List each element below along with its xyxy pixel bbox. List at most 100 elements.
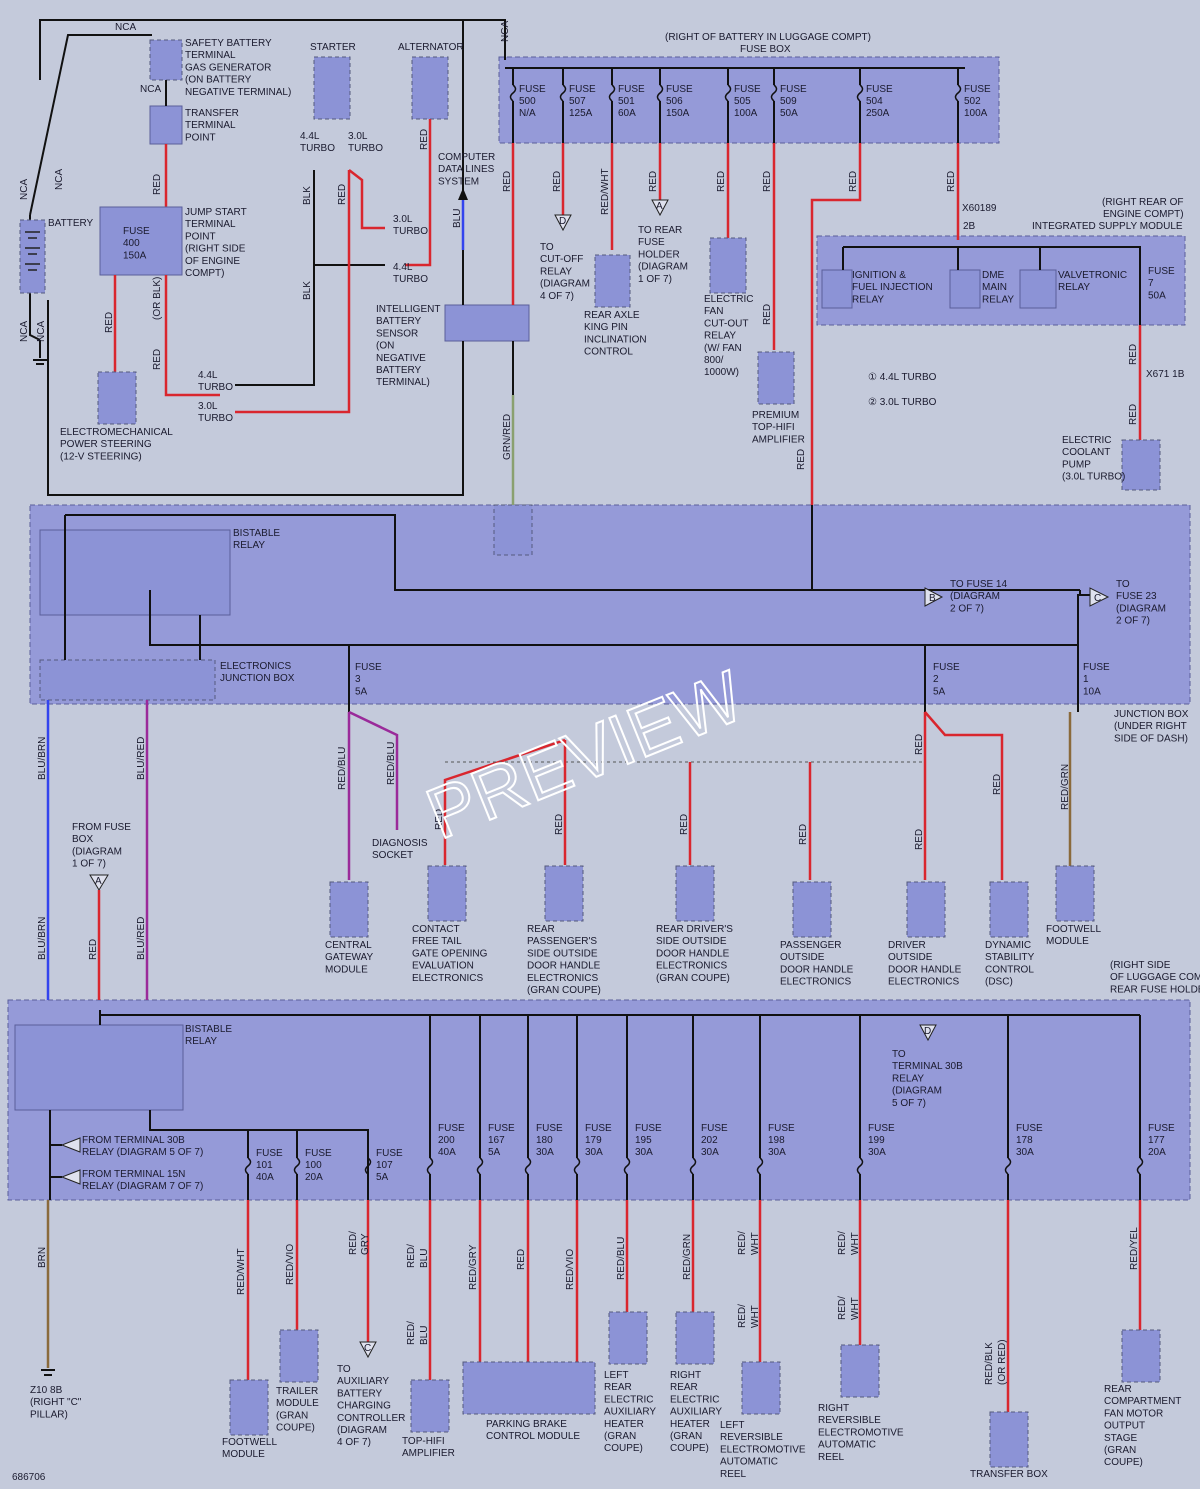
wire-color-label: RED (1128, 404, 1139, 425)
wire-color-label: RED/BLK (984, 1342, 995, 1385)
fuse-rating: 30A (868, 1147, 886, 1158)
foot-label: FOOTWELL (1046, 924, 1101, 935)
rpass-label: SIDE OUTSIDE (527, 948, 598, 959)
right-reel (840, 1344, 880, 1398)
footwell-module-lower (229, 1379, 269, 1436)
fuse-rating: 5A (376, 1172, 389, 1183)
fuse-icon (244, 1157, 252, 1175)
fuse-icon (623, 1157, 631, 1175)
wire-color-label: RED/ (737, 1231, 748, 1255)
lheat-label: AUXILIARY (604, 1407, 656, 1418)
fuse-icon (689, 1157, 697, 1175)
aux-label: TO (337, 1364, 351, 1375)
battery-ground-wire (29, 290, 41, 341)
safety-battery-terminal (149, 39, 183, 81)
turbo44-label: TURBO (393, 274, 428, 285)
ejb-label: ELECTRONICS (220, 661, 291, 672)
lheat-label: (GRAN (604, 1431, 636, 1442)
contact-label: FREE TAIL (412, 936, 462, 947)
fuse-icon (1004, 1157, 1012, 1175)
ibs-label: SENSOR (376, 328, 418, 339)
jump-to-turbo-wire (164, 275, 220, 397)
fuse-number: 167 (488, 1135, 505, 1146)
lreel-label: LEFT (720, 1420, 744, 1431)
aux-label: (DIAGRAM (337, 1425, 387, 1436)
fuse-rating: 100A (964, 108, 988, 119)
foot-label: FOOTWELL (222, 1437, 277, 1448)
fuse-number: 202 (701, 1135, 718, 1146)
fuse-number: 500 (519, 96, 536, 107)
wire-color-label: RED/GRY (468, 1244, 479, 1290)
red-wire-turbo (348, 169, 385, 230)
wire-color-label: RED (914, 734, 925, 755)
fuse-number: 506 (666, 96, 683, 107)
pass-label: OUTSIDE (780, 952, 825, 963)
wire-color-label: RED/ (837, 1296, 848, 1320)
hifi-label: AMPLIFIER (402, 1448, 455, 1459)
starter-label: STARTER (310, 42, 356, 53)
rear-fuse-label: HOLDER (638, 249, 680, 260)
fuse7-label: 50A (1148, 290, 1166, 301)
fuse-number: 179 (585, 1135, 602, 1146)
aux-label: CHARGING (337, 1401, 391, 1412)
fuse2-label: 2 (933, 674, 939, 685)
hifi-label: TOP-HIFI (402, 1436, 445, 1447)
fuse400-label: 400 (123, 238, 140, 249)
fuse-icon (756, 1157, 764, 1175)
term30b-label: RELAY (892, 1073, 924, 1084)
legend-44: ① 4.4L TURBO (868, 372, 937, 383)
wire-color-label: RED/VIO (285, 1244, 296, 1285)
to-fuse14-label: 2 OF 7) (950, 603, 984, 614)
parking-brake-module (462, 1361, 596, 1415)
safety-label: (ON BATTERY (185, 75, 252, 86)
trailer-module (279, 1329, 319, 1383)
trailer-label: (GRAN (276, 1410, 308, 1421)
fuse-number: 502 (964, 96, 981, 107)
jump-start-label: TERMINAL (185, 219, 236, 230)
cdl-label: SYSTEM (438, 176, 479, 187)
fuse-icon (724, 84, 732, 102)
fuse-icon (856, 1157, 864, 1175)
transfer-label: TRANSFER BOX (970, 1469, 1048, 1480)
rear-fuse-label: FUSE (638, 237, 665, 248)
from-fusebox-label: BOX (72, 834, 93, 845)
fuse-icon (954, 84, 962, 102)
rdrv-label: (GRAN COUPE) (656, 973, 730, 984)
fuse-label: FUSE (635, 1123, 662, 1134)
supply-text: X60189 (962, 203, 997, 214)
fuse1-label: FUSE (1083, 662, 1110, 673)
rpass-label: PASSENGER'S (527, 936, 597, 947)
cutoff-label: CUT-OFF (540, 254, 583, 265)
dme-label: DME (982, 270, 1005, 281)
left-rear-heater (608, 1311, 648, 1365)
rpass-label: DOOR HANDLE (527, 961, 601, 972)
ground-label: Z10 8B (30, 1385, 63, 1396)
alternator-wire (405, 119, 432, 267)
rheat-label: (GRAN (670, 1431, 702, 1442)
fuse-rating: 30A (585, 1147, 603, 1158)
rreel-label: AUTOMATIC (818, 1440, 876, 1451)
fuse-rating: 30A (635, 1147, 653, 1158)
svg-text:D: D (559, 216, 566, 227)
rdrv-label: REAR DRIVER'S (656, 924, 733, 935)
rpass-label: (GRAN COUPE) (527, 985, 601, 996)
rreel-label: RIGHT (818, 1403, 849, 1414)
alternator-label: ALTERNATOR (398, 42, 464, 53)
nca-label: NCA (115, 22, 136, 33)
lheat-label: LEFT (604, 1370, 628, 1381)
efan-label: CUT-OUT (704, 318, 748, 329)
ejb-label: JUNCTION BOX (220, 673, 295, 684)
dsc-label: CONTROL (985, 964, 1034, 975)
wire-color-label: RED (679, 814, 690, 835)
wire-color-label: RED (848, 171, 859, 192)
rreel-label: REEL (818, 1452, 845, 1463)
fuse-label: FUSE (438, 1123, 465, 1134)
hifi-label: TOP-HIFI (752, 422, 795, 433)
valve-label: VALVETRONIC (1058, 270, 1127, 281)
rear-axle-label: CONTROL (584, 347, 633, 358)
electric-coolant-pump (1121, 439, 1161, 491)
fuse-label: FUSE (1148, 1123, 1175, 1134)
svg-text:D: D (924, 1026, 931, 1037)
coolant-label: ELECTRIC (1062, 435, 1111, 446)
ign-label: FUEL INJECTION (852, 282, 933, 293)
